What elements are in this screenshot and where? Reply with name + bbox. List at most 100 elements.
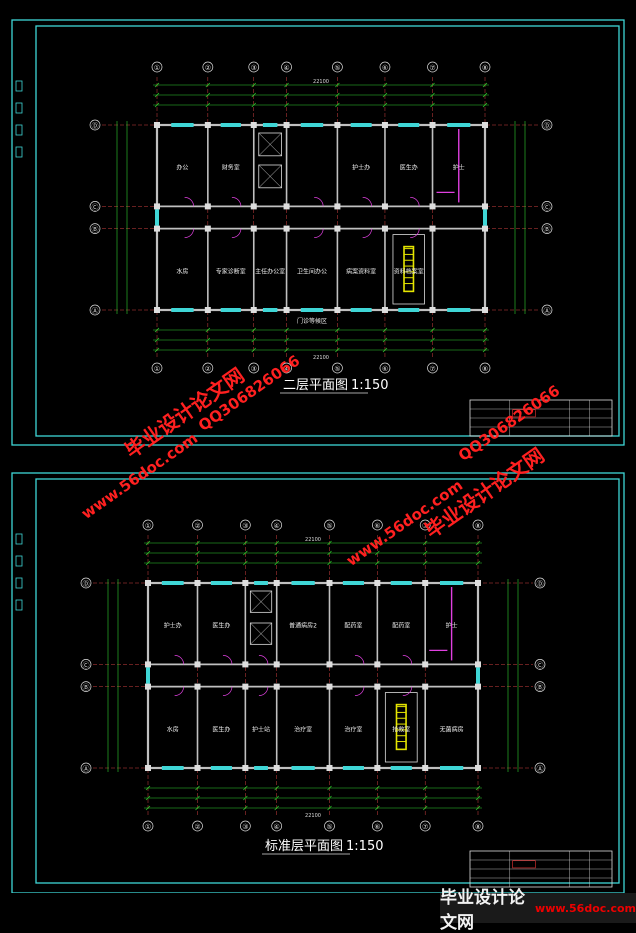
window: [300, 123, 324, 127]
dimension-tick: [284, 102, 289, 108]
structural-column: [475, 683, 481, 690]
window: [342, 581, 364, 585]
axis-label: ⑦: [429, 365, 435, 373]
axis-label: Ⓐ: [92, 307, 99, 315]
window: [262, 123, 278, 127]
axis-bubble: [80, 577, 92, 589]
dimension-tick: [475, 560, 481, 566]
dimension-tick: [327, 785, 332, 791]
window: [447, 123, 471, 127]
dimension-tick: [422, 795, 428, 801]
structural-column: [273, 580, 280, 586]
binding-mark: [15, 555, 23, 567]
axis-label: Ⓐ: [537, 765, 544, 773]
dimension-text: 22100: [313, 355, 329, 361]
structural-column: [482, 225, 488, 232]
structural-column: [326, 683, 333, 690]
structural-column: [334, 225, 341, 232]
axis-label: ④: [283, 365, 289, 373]
dimension-tick: [195, 540, 200, 546]
structural-column: [326, 661, 333, 668]
dimension-tick: [327, 540, 332, 546]
dimension-tick: [284, 347, 289, 353]
structural-column: [204, 225, 211, 232]
dimension-tick: [382, 337, 388, 343]
window: [291, 581, 315, 585]
room-label: 护士: [453, 164, 465, 172]
structural-column: [283, 225, 290, 232]
axis-label: ④: [283, 64, 289, 72]
axis-label: Ⓒ: [83, 661, 90, 669]
axis-bubble: [271, 820, 283, 832]
outer-frame: [11, 19, 625, 446]
door-swing: [362, 228, 372, 238]
room-label: 抢救室: [392, 725, 410, 733]
dimension-tick: [195, 550, 200, 556]
elevator-cross: [258, 164, 282, 188]
axis-label: ⑦: [422, 522, 428, 530]
structural-column: [381, 225, 388, 232]
outer-frame: [11, 472, 625, 893]
window: [350, 308, 372, 312]
door-swing: [231, 197, 242, 207]
dimension-tick: [145, 540, 151, 546]
axis-label: ⑤: [326, 522, 332, 530]
stair-flight: [395, 703, 407, 751]
structural-column: [194, 580, 201, 586]
window: [291, 766, 315, 770]
dimension-tick: [274, 795, 279, 801]
structural-column: [374, 765, 381, 771]
footer-logo: 毕业设计论文网 www.56doc.com: [440, 888, 636, 933]
dimension-tick: [243, 560, 248, 566]
axis-bubble: [372, 820, 383, 832]
window: [342, 766, 364, 770]
dimension-tick: [145, 805, 151, 811]
door-swing: [402, 686, 413, 696]
structural-column: [250, 122, 257, 128]
structural-column: [326, 580, 333, 586]
door-swing: [402, 655, 413, 665]
structural-column: [429, 307, 436, 313]
room-label: 护士: [446, 622, 458, 630]
dimension-tick: [382, 327, 388, 333]
axis-bubble: [192, 519, 203, 531]
dimension-tick: [335, 102, 340, 108]
dimension-tick: [335, 337, 340, 343]
room-label: 护士办: [352, 164, 370, 172]
dimension-tick: [482, 327, 488, 333]
structural-column: [242, 661, 249, 668]
room-label: 医生办: [212, 622, 230, 630]
axis-label: Ⓑ: [544, 226, 551, 234]
dimension-tick: [205, 102, 211, 108]
structural-column: [273, 661, 280, 668]
dimension-tick: [382, 92, 388, 98]
window: [210, 581, 232, 585]
axis-bubble: [202, 362, 214, 374]
room-label: 配药室: [392, 622, 410, 630]
elevator-shaft: [258, 164, 282, 189]
structural-column: [204, 203, 211, 210]
dimension-tick: [274, 805, 279, 811]
dimension-tick: [475, 550, 481, 556]
axis-label: Ⓓ: [544, 122, 551, 130]
door-swing: [354, 686, 365, 696]
dimension-tick: [375, 540, 380, 546]
title-block-stamp: [512, 860, 536, 869]
axis-bubble: [192, 820, 203, 832]
door-swing: [184, 197, 194, 207]
dimension-tick: [327, 795, 332, 801]
window: [447, 308, 471, 312]
window: [254, 766, 268, 770]
dimension-tick: [251, 92, 257, 98]
dimension-tick: [274, 560, 279, 566]
axis-label: ②: [205, 365, 211, 373]
door-swing: [174, 686, 184, 696]
structural-column: [194, 765, 201, 771]
axis-bubble: [89, 201, 101, 212]
dimension-tick: [284, 92, 289, 98]
structural-column: [250, 225, 257, 232]
structural-column: [381, 122, 388, 128]
